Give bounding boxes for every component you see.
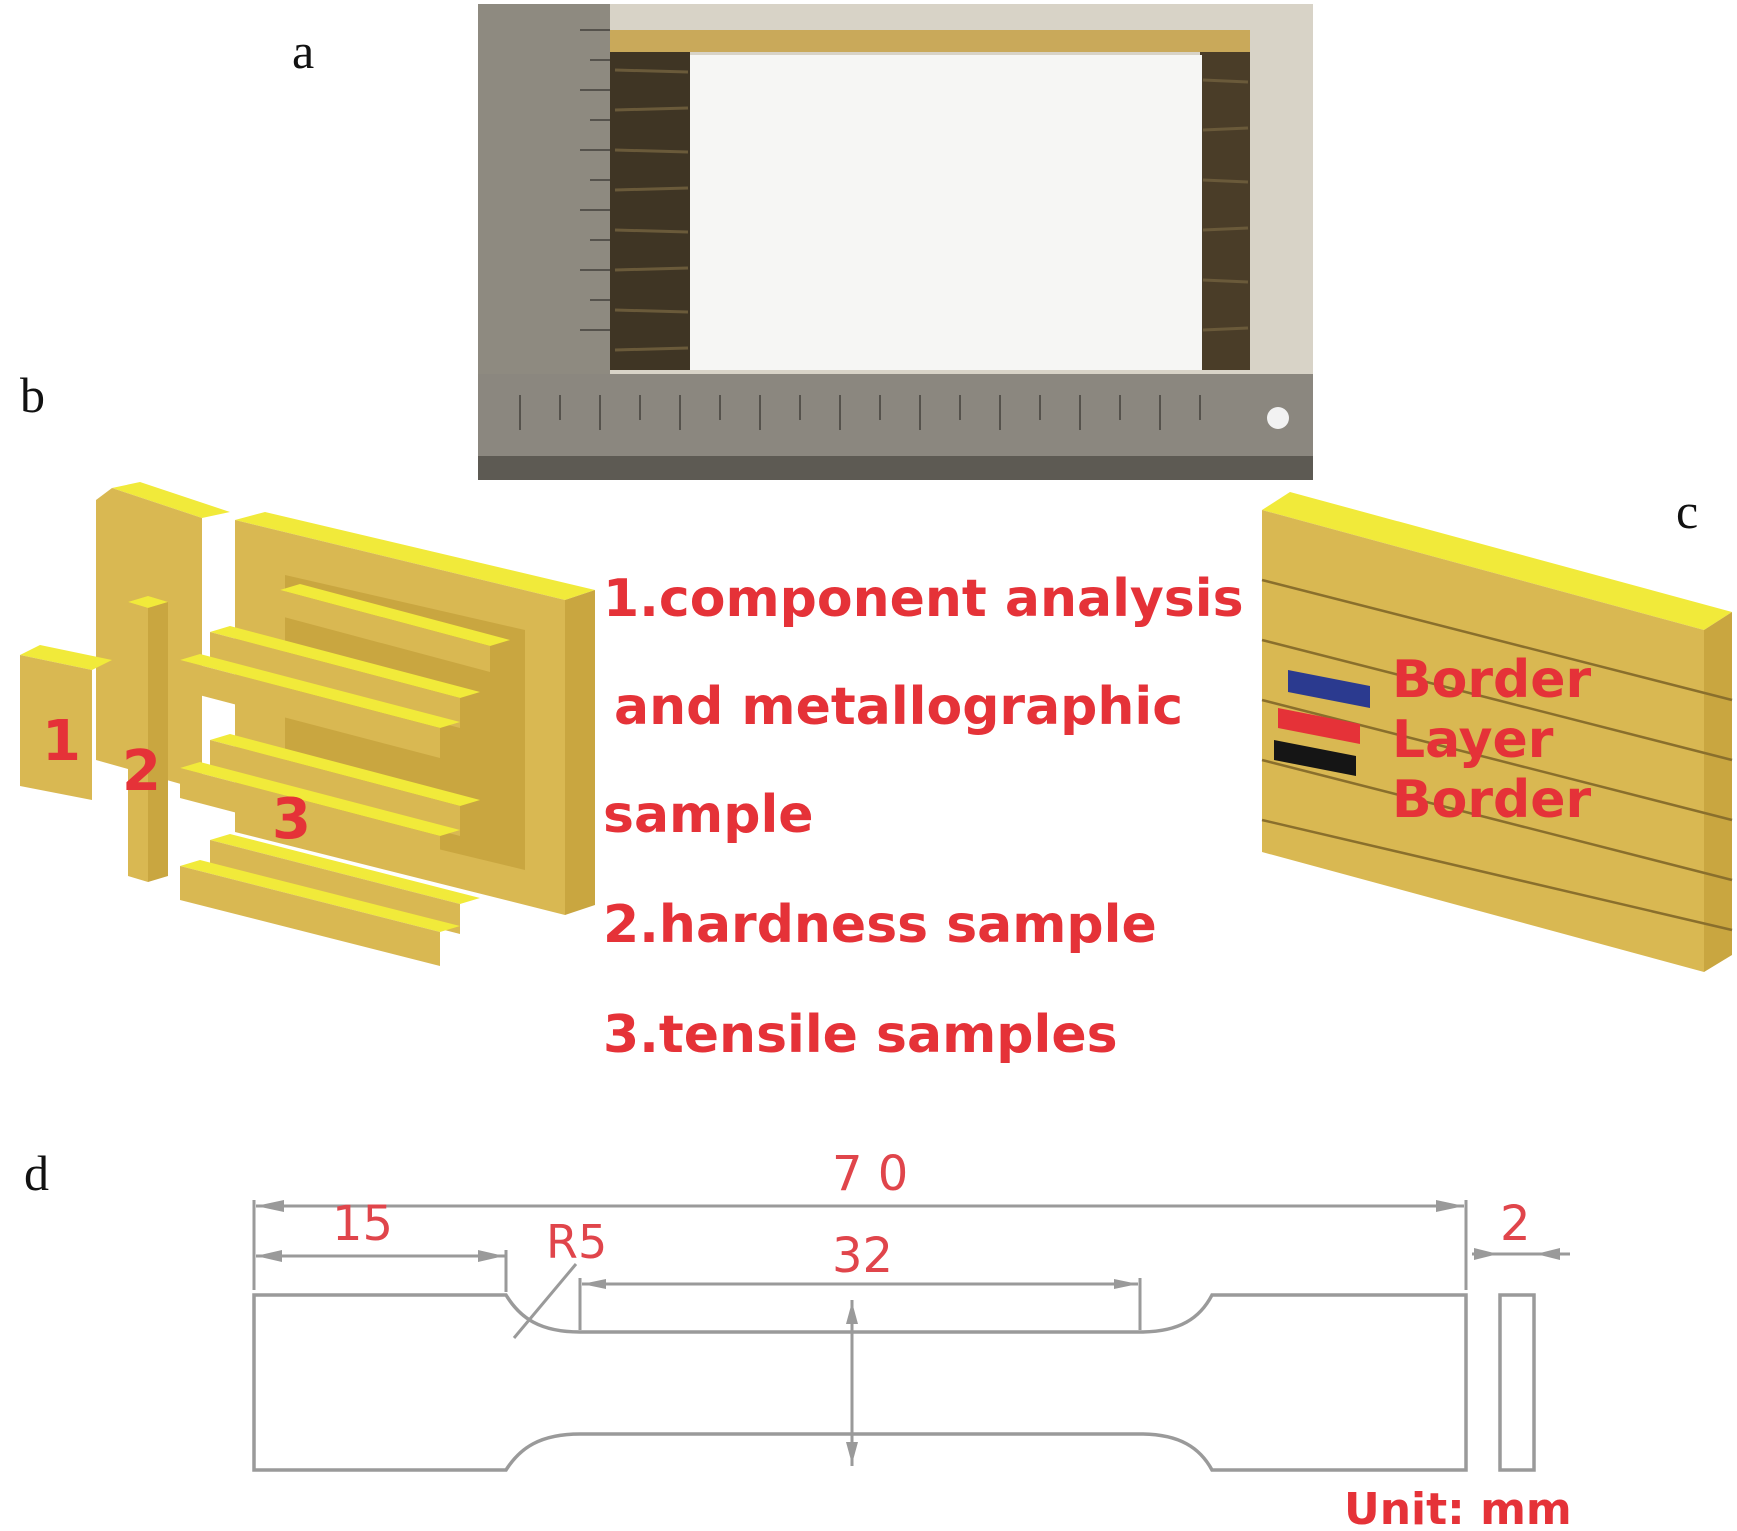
panel-letter-d: d — [24, 1145, 49, 1201]
sample-number-1: 1 — [42, 709, 81, 774]
analysis-block-top — [20, 645, 112, 670]
label-paper — [690, 55, 1202, 370]
block-layer-streaks — [614, 68, 1249, 352]
dim-2-arrow-left — [1474, 1248, 1498, 1260]
unit-label: Unit: mm — [1344, 1484, 1572, 1531]
sample-number-2: 2 — [122, 739, 161, 804]
block-left-edge — [610, 40, 690, 370]
layer-block-face — [1262, 510, 1704, 972]
frame-side — [565, 590, 595, 915]
dim-2-arrow-right — [1536, 1248, 1560, 1260]
slab-top — [112, 482, 230, 518]
layer-block-top — [1262, 492, 1732, 630]
dim-radius-label: R5 — [546, 1215, 607, 1269]
panel-b-cutting-diagram: 1 2 3 1.component analysis and metallogr… — [20, 482, 1244, 1065]
panel-letter-b: b — [20, 367, 45, 423]
dim-70-arrow-right — [1436, 1200, 1464, 1212]
legend-line-1: 1.component analysis — [603, 569, 1244, 629]
block-right-edge — [1200, 45, 1250, 370]
ruler-shadow — [478, 456, 1313, 480]
layer-lines — [1261, 578, 1733, 932]
dim-grip-label: 15 — [332, 1196, 393, 1252]
dim-15-arrow-right — [478, 1250, 504, 1262]
legend-line-4: 2.hardness sample — [603, 895, 1157, 955]
legend-line-5: 3.tensile samples — [603, 1005, 1118, 1065]
panel-d-specimen-drawing: 7 0 15 R5 32 2 Unit: mm — [252, 1146, 1572, 1531]
dim-r5-leader — [512, 1263, 578, 1339]
legend-line-3: sample — [603, 785, 814, 845]
hardness-bar-side — [148, 602, 168, 882]
layer-line-marker — [1278, 708, 1360, 744]
layer-label: Layer — [1392, 710, 1554, 770]
dim-70-arrow-left — [256, 1200, 284, 1212]
dim-width-arrow-bottom — [846, 1442, 858, 1464]
layer-block-side — [1704, 612, 1732, 972]
dim-32-arrow-left — [582, 1279, 606, 1289]
panel-a-photo — [478, 4, 1313, 480]
dim-total-label: 7 0 — [832, 1146, 908, 1202]
border-label-top: Border — [1392, 650, 1591, 710]
dim-width-arrow-top — [846, 1302, 858, 1324]
sample-number-3: 3 — [272, 787, 311, 852]
dim-thickness-label: 2 — [1500, 1196, 1531, 1252]
legend-line-2: and metallographic — [614, 677, 1183, 737]
specimen-side-view — [1498, 1293, 1536, 1472]
dim-32-arrow-right — [1114, 1279, 1138, 1289]
dim-15-arrow-left — [256, 1250, 282, 1262]
frame-top — [235, 512, 595, 600]
vertical-ruler-ticks — [580, 29, 610, 331]
panel-letter-a: a — [292, 23, 314, 79]
block-top-edge — [610, 30, 1250, 52]
panel-c-layered-block: Border Layer Border — [1261, 492, 1733, 972]
border-line-marker — [1288, 670, 1370, 708]
tensile-bars — [180, 584, 510, 966]
specimen-outline — [252, 1293, 1468, 1472]
border-label-bottom: Border — [1392, 770, 1591, 830]
panel-letter-c: c — [1676, 483, 1698, 539]
hardness-bar-face — [128, 602, 148, 882]
ruler-hole — [1267, 407, 1289, 429]
border-line-marker-2 — [1274, 740, 1356, 776]
analysis-block-face — [20, 655, 92, 800]
dim-gauge-label: 32 — [832, 1228, 893, 1284]
horizontal-ruler-ticks — [519, 395, 1201, 430]
vertical-ruler — [478, 4, 610, 376]
